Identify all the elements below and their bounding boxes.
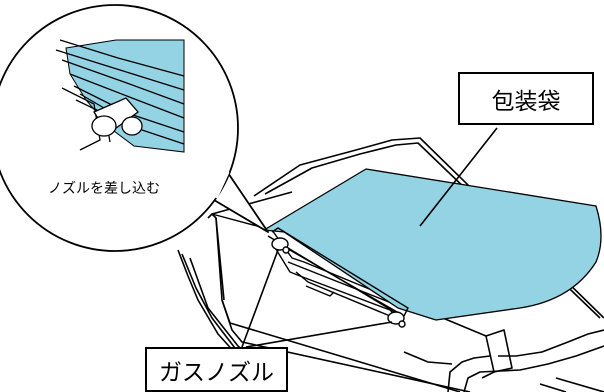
- gas-nozzle-left: [271, 237, 290, 254]
- gas-nozzle-right: [387, 311, 406, 328]
- callout-detail: [55, 39, 185, 153]
- seal-bar: [267, 227, 409, 317]
- gas-nozzle-label-text: ガスノズル: [159, 359, 274, 386]
- bag-label-text: 包装袋: [491, 88, 561, 115]
- gas-nozzle-label: ガスノズル: [145, 347, 288, 392]
- leader-lines: [241, 127, 498, 348]
- callout-instruction-text: ノズルを差し込む: [48, 181, 160, 197]
- machine-body: [177, 137, 604, 392]
- callout-nozzle: [91, 97, 143, 137]
- bag-label: 包装袋: [458, 72, 594, 125]
- zoom-callout: [0, 4, 269, 252]
- packaging-bag: [263, 168, 602, 321]
